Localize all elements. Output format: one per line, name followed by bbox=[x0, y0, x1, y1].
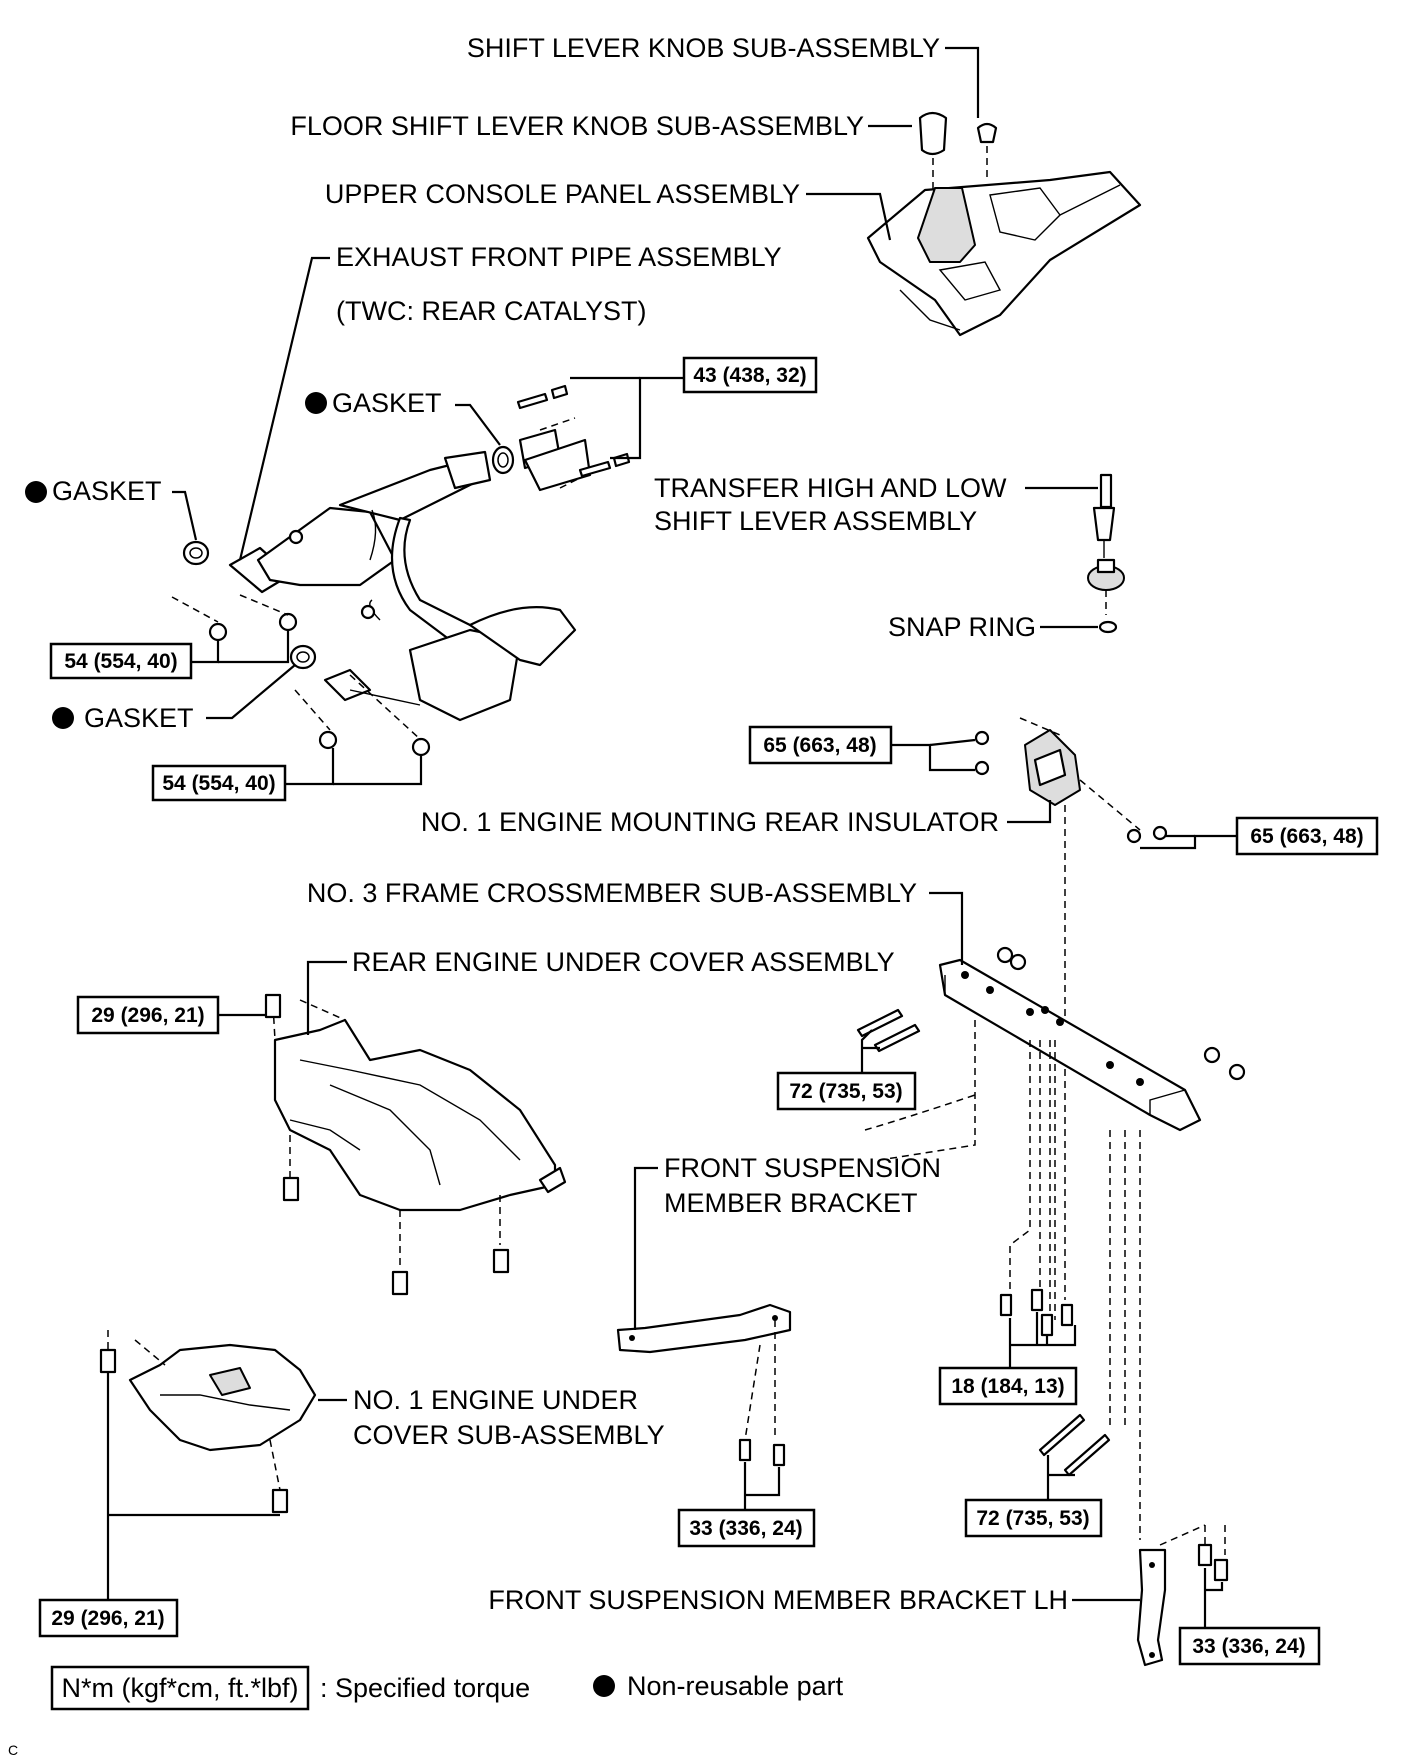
label-transfer-lever-2: SHIFT LEVER ASSEMBLY bbox=[654, 506, 977, 536]
svg-text:54 (554, 40): 54 (554, 40) bbox=[64, 650, 177, 673]
non-reusable-dot-gasket-lower bbox=[52, 707, 74, 729]
svg-text:65 (663, 48): 65 (663, 48) bbox=[1250, 825, 1363, 848]
non-reusable-dot-gasket-top bbox=[305, 392, 327, 414]
label-gasket-lower: GASKET bbox=[84, 703, 194, 733]
crossmember-dashed-leaders bbox=[879, 1020, 1141, 1540]
upper-console-panel-drawing bbox=[866, 170, 1142, 337]
non-reusable-dot-gasket-left bbox=[25, 481, 47, 503]
label-bracket-lh: FRONT SUSPENSION MEMBER BRACKET LH bbox=[488, 1585, 1068, 1615]
transfer-shift-lever-drawing bbox=[1087, 473, 1125, 634]
shift-lever-knob-drawing bbox=[976, 122, 998, 180]
torque-box-54-lower: 54 (554, 40) bbox=[151, 764, 287, 802]
gasket-rings bbox=[182, 445, 515, 670]
bolts-18 bbox=[999, 1288, 1074, 1337]
svg-text:18 (184, 13): 18 (184, 13) bbox=[951, 1375, 1064, 1398]
svg-text:43 (438, 32): 43 (438, 32) bbox=[693, 364, 806, 387]
label-gasket-left: GASKET bbox=[52, 476, 162, 506]
label-exhaust-twc: (TWC: REAR CATALYST) bbox=[336, 296, 647, 326]
label-exhaust-front-pipe: EXHAUST FRONT PIPE ASSEMBLY bbox=[336, 242, 782, 272]
bolts-72-lower bbox=[1038, 1413, 1111, 1477]
label-shift-lever-knob: SHIFT LEVER KNOB SUB-ASSEMBLY bbox=[467, 33, 940, 63]
engine-mount-drawing bbox=[974, 717, 1168, 1300]
svg-text:72 (735, 53): 72 (735, 53) bbox=[789, 1080, 902, 1103]
label-front-bracket-2: MEMBER BRACKET bbox=[664, 1188, 918, 1218]
svg-text:65 (663, 48): 65 (663, 48) bbox=[763, 734, 876, 757]
legend-non-reusable-desc: Non-reusable part bbox=[627, 1671, 844, 1701]
label-floor-shift-lever-knob: FLOOR SHIFT LEVER KNOB SUB-ASSEMBLY bbox=[290, 111, 864, 141]
legend-torque-unit: N*m (kgf*cm, ft.*lbf) bbox=[61, 1673, 298, 1703]
svg-text:72 (735, 53): 72 (735, 53) bbox=[976, 1507, 1089, 1530]
no1-engine-under-cover-drawing bbox=[99, 1330, 317, 1514]
label-gasket-top: GASKET bbox=[332, 388, 442, 418]
torque-box-29-upper: 29 (296, 21) bbox=[76, 995, 220, 1035]
torque-box-54-upper: 54 (554, 40) bbox=[49, 642, 193, 680]
exhaust-flange-drawing bbox=[518, 417, 592, 492]
label-transfer-lever-1: TRANSFER HIGH AND LOW bbox=[654, 473, 1007, 503]
front-suspension-member-bracket-drawing bbox=[616, 1094, 976, 1467]
torque-box-72-upper: 72 (735, 53) bbox=[776, 1071, 917, 1111]
rear-engine-under-cover-drawing bbox=[264, 993, 567, 1296]
label-rear-under-cover: REAR ENGINE UNDER COVER ASSEMBLY bbox=[352, 947, 895, 977]
label-front-bracket-1: FRONT SUSPENSION bbox=[664, 1153, 941, 1183]
floor-shift-lever-knob-drawing bbox=[918, 111, 948, 190]
label-upper-console-panel: UPPER CONSOLE PANEL ASSEMBLY bbox=[325, 179, 800, 209]
torque-box-72-lower: 72 (735, 53) bbox=[964, 1498, 1103, 1538]
legend-non-reusable-dot bbox=[593, 1675, 615, 1697]
leader-lines bbox=[106, 46, 1237, 1628]
torque-specs: 43 (438, 32) 54 (554, 40) 54 (554, 40) 6… bbox=[38, 356, 1379, 1666]
svg-text:54 (554, 40): 54 (554, 40) bbox=[162, 772, 275, 795]
svg-text:33 (336, 24): 33 (336, 24) bbox=[689, 1517, 802, 1540]
torque-box-18: 18 (184, 13) bbox=[938, 1366, 1078, 1406]
non-reusable-markers bbox=[25, 392, 327, 729]
svg-text:29 (296, 21): 29 (296, 21) bbox=[51, 1607, 164, 1630]
torque-box-29-lower: 29 (296, 21) bbox=[38, 1598, 179, 1638]
legend-torque-desc: : Specified torque bbox=[320, 1673, 530, 1703]
label-snap-ring: SNAP RING bbox=[888, 612, 1036, 642]
torque-box-65-left: 65 (663, 48) bbox=[748, 725, 893, 765]
svg-text:29 (296, 21): 29 (296, 21) bbox=[91, 1004, 204, 1027]
legend-torque-box bbox=[50, 1665, 310, 1711]
bracket-lh-drawing bbox=[1136, 1524, 1229, 1667]
label-no1-under-cover-2: COVER SUB-ASSEMBLY bbox=[353, 1420, 665, 1450]
label-crossmember: NO. 3 FRAME CROSSMEMBER SUB-ASSEMBLY bbox=[307, 878, 917, 908]
torque-box-65-right: 65 (663, 48) bbox=[1235, 816, 1379, 856]
label-no1-under-cover-1: NO. 1 ENGINE UNDER bbox=[353, 1385, 638, 1415]
label-engine-mount: NO. 1 ENGINE MOUNTING REAR INSULATOR bbox=[421, 807, 999, 837]
svg-text:33 (336, 24): 33 (336, 24) bbox=[1192, 1635, 1305, 1658]
torque-box-33-right: 33 (336, 24) bbox=[1178, 1626, 1321, 1666]
torque-box-33-left: 33 (336, 24) bbox=[677, 1508, 816, 1548]
part-labels: SHIFT LEVER KNOB SUB-ASSEMBLY FLOOR SHIF… bbox=[52, 33, 1068, 1615]
exhaust-front-pipe-drawing bbox=[228, 450, 577, 722]
legend: N*m (kgf*cm, ft.*lbf) : Specified torque… bbox=[50, 1665, 844, 1711]
nuts-54 bbox=[171, 594, 431, 757]
corner-mark: C bbox=[8, 1742, 18, 1758]
torque-box-43: 43 (438, 32) bbox=[682, 356, 818, 394]
